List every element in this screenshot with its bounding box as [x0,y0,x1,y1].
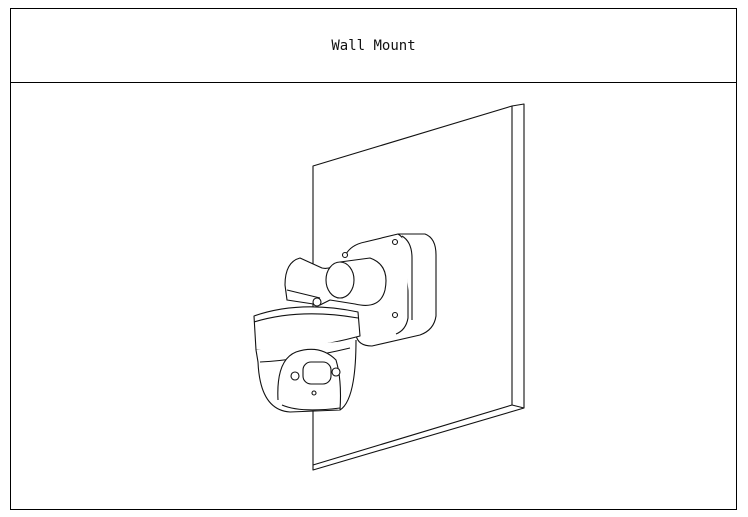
table-header: Wall Mount [11,9,736,83]
dome-camera [253,306,361,413]
mount-table: Wall Mount [10,8,737,510]
mount-arm [284,251,387,307]
header-title: Wall Mount [331,37,416,54]
